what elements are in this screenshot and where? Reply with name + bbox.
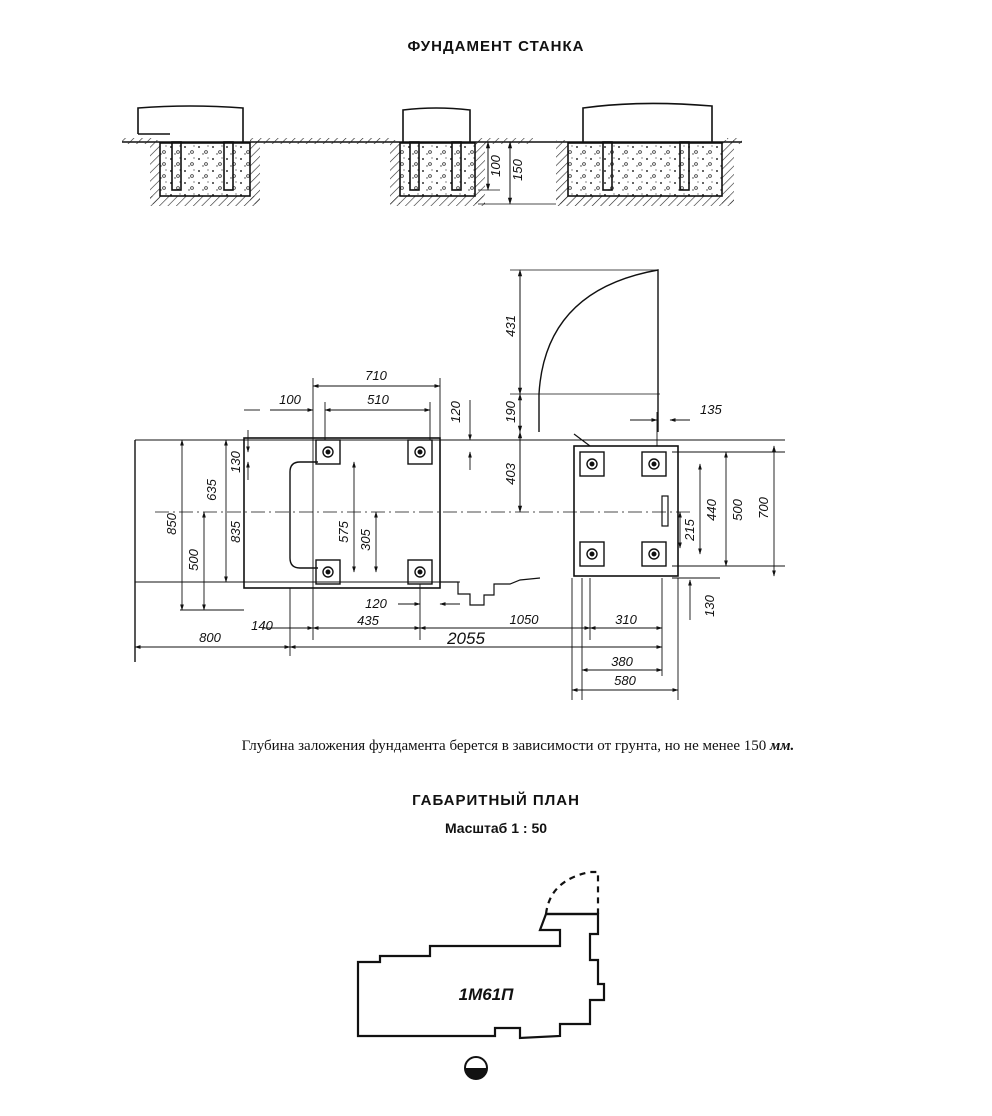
dim-380: 380 (611, 654, 633, 669)
dim-305: 305 (358, 528, 373, 550)
dim-100: 100 (279, 392, 301, 407)
dim-section-150: 150 (510, 158, 525, 180)
anchor-bolt (407, 439, 433, 465)
anchor-bolt (315, 559, 341, 585)
foundation-pit-middle (390, 107, 485, 206)
foundation-section (122, 102, 742, 206)
foundation-pit-left (137, 105, 260, 206)
dim-403: 403 (503, 462, 518, 484)
anchor-bolt (315, 439, 341, 465)
dim-section-100: 100 (488, 154, 503, 176)
cover-swing-arc (538, 269, 659, 432)
page-title: ФУНДАМЕНТ СТАНКА (407, 38, 585, 55)
depth-note-text: Глубина заложения фундамента берется в з… (241, 738, 767, 754)
dim-635: 635 (204, 478, 219, 500)
overall-plan-outline (356, 870, 606, 1040)
dim-510: 510 (367, 392, 389, 407)
dim-2055: 2055 (446, 629, 485, 648)
anchor-bolt (641, 451, 667, 477)
anchor-bolt (579, 541, 605, 567)
dim-580: 580 (614, 673, 636, 688)
anchor-bolt (579, 451, 605, 477)
dim-440: 440 (704, 498, 719, 520)
dim-310: 310 (615, 612, 637, 627)
dim-435: 435 (357, 613, 379, 628)
depth-note-unit: мм. (770, 738, 795, 754)
dim-850: 850 (164, 512, 179, 534)
dim-190: 190 (503, 400, 518, 422)
plan-scale: Масштаб 1 : 50 (444, 820, 548, 836)
dim-500-right: 500 (730, 498, 745, 520)
right-foundation-block (573, 445, 679, 577)
dim-135: 135 (700, 402, 722, 417)
anchor-bolt (641, 541, 667, 567)
left-foundation-block (243, 437, 441, 589)
dim-130-right: 130 (702, 594, 717, 616)
dim-130-left: 130 (228, 450, 243, 472)
machine-label: 1М61П (459, 985, 515, 1004)
depth-note: Глубина заложения фундамента берется в з… (0, 738, 992, 755)
plan-dimension-lines (134, 378, 785, 700)
dim-215: 215 (682, 518, 697, 541)
dim-1050: 1050 (510, 612, 540, 627)
dim-575: 575 (336, 520, 351, 542)
dim-500-left: 500 (186, 548, 201, 570)
plan-title: ГАБАРИТНЫЙ ПЛАН (412, 792, 580, 809)
dim-710: 710 (365, 368, 387, 383)
foundation-plan (134, 269, 785, 662)
dim-800: 800 (199, 630, 221, 645)
dim-431: 431 (503, 315, 518, 337)
operator-position-icon (464, 1056, 488, 1080)
dim-120-top: 120 (448, 400, 463, 422)
dim-700: 700 (756, 496, 771, 518)
dim-835: 835 (228, 520, 243, 542)
foundation-pit-right (556, 102, 734, 206)
anchor-bolts (315, 439, 667, 585)
dim-140: 140 (251, 618, 273, 633)
dim-120-bottom: 120 (365, 596, 387, 611)
